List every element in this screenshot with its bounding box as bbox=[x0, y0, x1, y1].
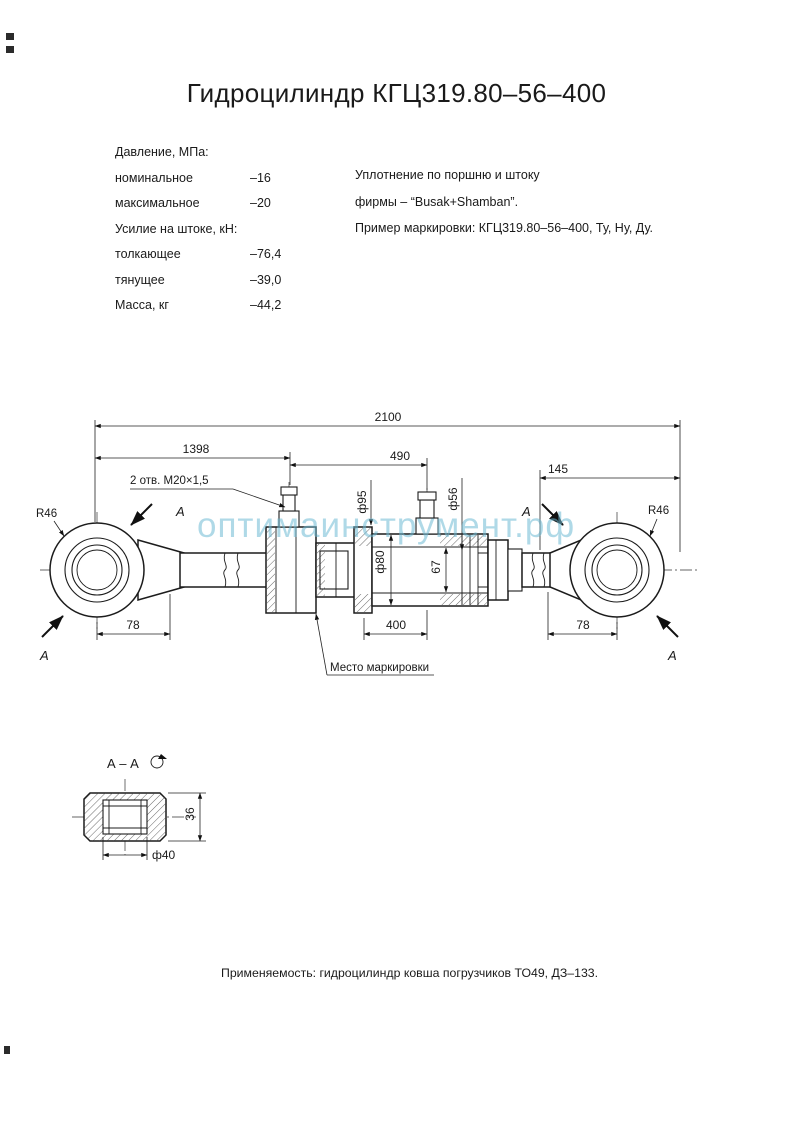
dim-400-label: 400 bbox=[386, 618, 406, 632]
dim-36-label: 36 bbox=[183, 807, 197, 821]
print-artifact bbox=[4, 1046, 10, 1054]
spec-row-maximal: максимальное –20 bbox=[115, 191, 305, 217]
right-eye-bearing bbox=[596, 549, 638, 591]
marking-note-label: Место маркировки bbox=[330, 662, 429, 674]
dia-95-label: ф95 bbox=[355, 490, 369, 514]
holes-note-label: 2 отв. М20×1,5 bbox=[130, 475, 209, 487]
dim-78-right-label: 78 bbox=[576, 618, 590, 632]
section-letter-top-left: А bbox=[175, 504, 185, 519]
dim-145-label: 145 bbox=[548, 462, 568, 476]
spec-row-nominal: номинальное –16 bbox=[115, 166, 305, 192]
spec-label: толкающее bbox=[115, 247, 181, 261]
dia-56-label: ф56 bbox=[446, 487, 460, 511]
left-neck bbox=[137, 539, 185, 601]
dim-490-label: 490 bbox=[390, 449, 410, 463]
left-eye-bearing bbox=[76, 549, 118, 591]
section-view-a-a: А – А 36 ф40 bbox=[83, 754, 206, 862]
spec-value: –16 bbox=[250, 170, 271, 185]
force-header: Усилие на штоке, кН: bbox=[115, 221, 238, 236]
print-artifact bbox=[6, 46, 14, 53]
spec-value: –76,4 bbox=[250, 247, 282, 261]
dimensions: 2100 1398 490 145 2 отв. М20×1,5 R46 R46… bbox=[36, 410, 681, 676]
page-title: Гидроцилиндр КГЦ319.80–56–400 bbox=[186, 78, 607, 108]
dim-1398-label: 1398 bbox=[183, 442, 210, 456]
section-view-title: А – А bbox=[107, 756, 139, 771]
port-1-cap bbox=[280, 486, 298, 496]
specs-table: Давление, МПа: номинальное –16 максималь… bbox=[115, 140, 305, 319]
spec-label: тянущее bbox=[115, 272, 165, 287]
spec-row-pull: тянущее –39,0 bbox=[115, 268, 305, 294]
print-artifact bbox=[6, 33, 14, 40]
dia-80-label: ф80 bbox=[373, 550, 387, 574]
right-eye-bore bbox=[591, 544, 643, 596]
spec-value: –44,2 bbox=[250, 298, 282, 312]
dim-78-left-label: 78 bbox=[126, 618, 140, 632]
spec-value: –39,0 bbox=[250, 272, 282, 287]
bushing-bore bbox=[102, 799, 148, 835]
port-2-cap bbox=[417, 491, 437, 501]
spec-row-push: толкающее –76,4 bbox=[115, 242, 305, 268]
spec-row-mass: Масса, кг –44,2 bbox=[115, 293, 305, 319]
radius-left-label: R46 bbox=[36, 508, 57, 520]
radius-right-label: R46 bbox=[648, 505, 669, 517]
spec-label: Масса, кг bbox=[115, 298, 169, 312]
section-letter-bottom-right: А bbox=[667, 648, 677, 663]
spec-value: –20 bbox=[250, 196, 271, 210]
section-letter-top-right: А bbox=[521, 504, 531, 519]
note-line-2: фирмы – “Busak+Shamban”. bbox=[355, 194, 519, 209]
left-eye-bore bbox=[71, 544, 123, 596]
gland-nut bbox=[507, 548, 523, 592]
seal-notes: Уплотнение по поршню и штоку фирмы – “Bu… bbox=[355, 162, 695, 242]
dim-2100-label: 2100 bbox=[375, 410, 402, 424]
dia-40-label: ф40 bbox=[152, 848, 176, 862]
spec-label: номинальное bbox=[115, 170, 193, 185]
spec-label: максимальное bbox=[115, 196, 200, 210]
end-cap bbox=[487, 539, 509, 601]
watermark: оптимаинструмент.рф bbox=[197, 506, 576, 545]
dim-67-label: 67 bbox=[429, 560, 443, 574]
rotated-view-icon bbox=[150, 755, 164, 769]
rotated-view-icon-arrow bbox=[158, 754, 167, 759]
section-letter-bottom-left: А bbox=[39, 648, 49, 663]
note-line-3: Пример маркировки: КГЦ319.80–56–400, Ту,… bbox=[355, 221, 653, 235]
footer-note: Применяемость: гидроцилиндр ковша погруз… bbox=[221, 966, 599, 980]
pressure-header: Давление, МПа: bbox=[115, 145, 209, 159]
note-line-1: Уплотнение по поршню и штоку bbox=[355, 168, 540, 182]
